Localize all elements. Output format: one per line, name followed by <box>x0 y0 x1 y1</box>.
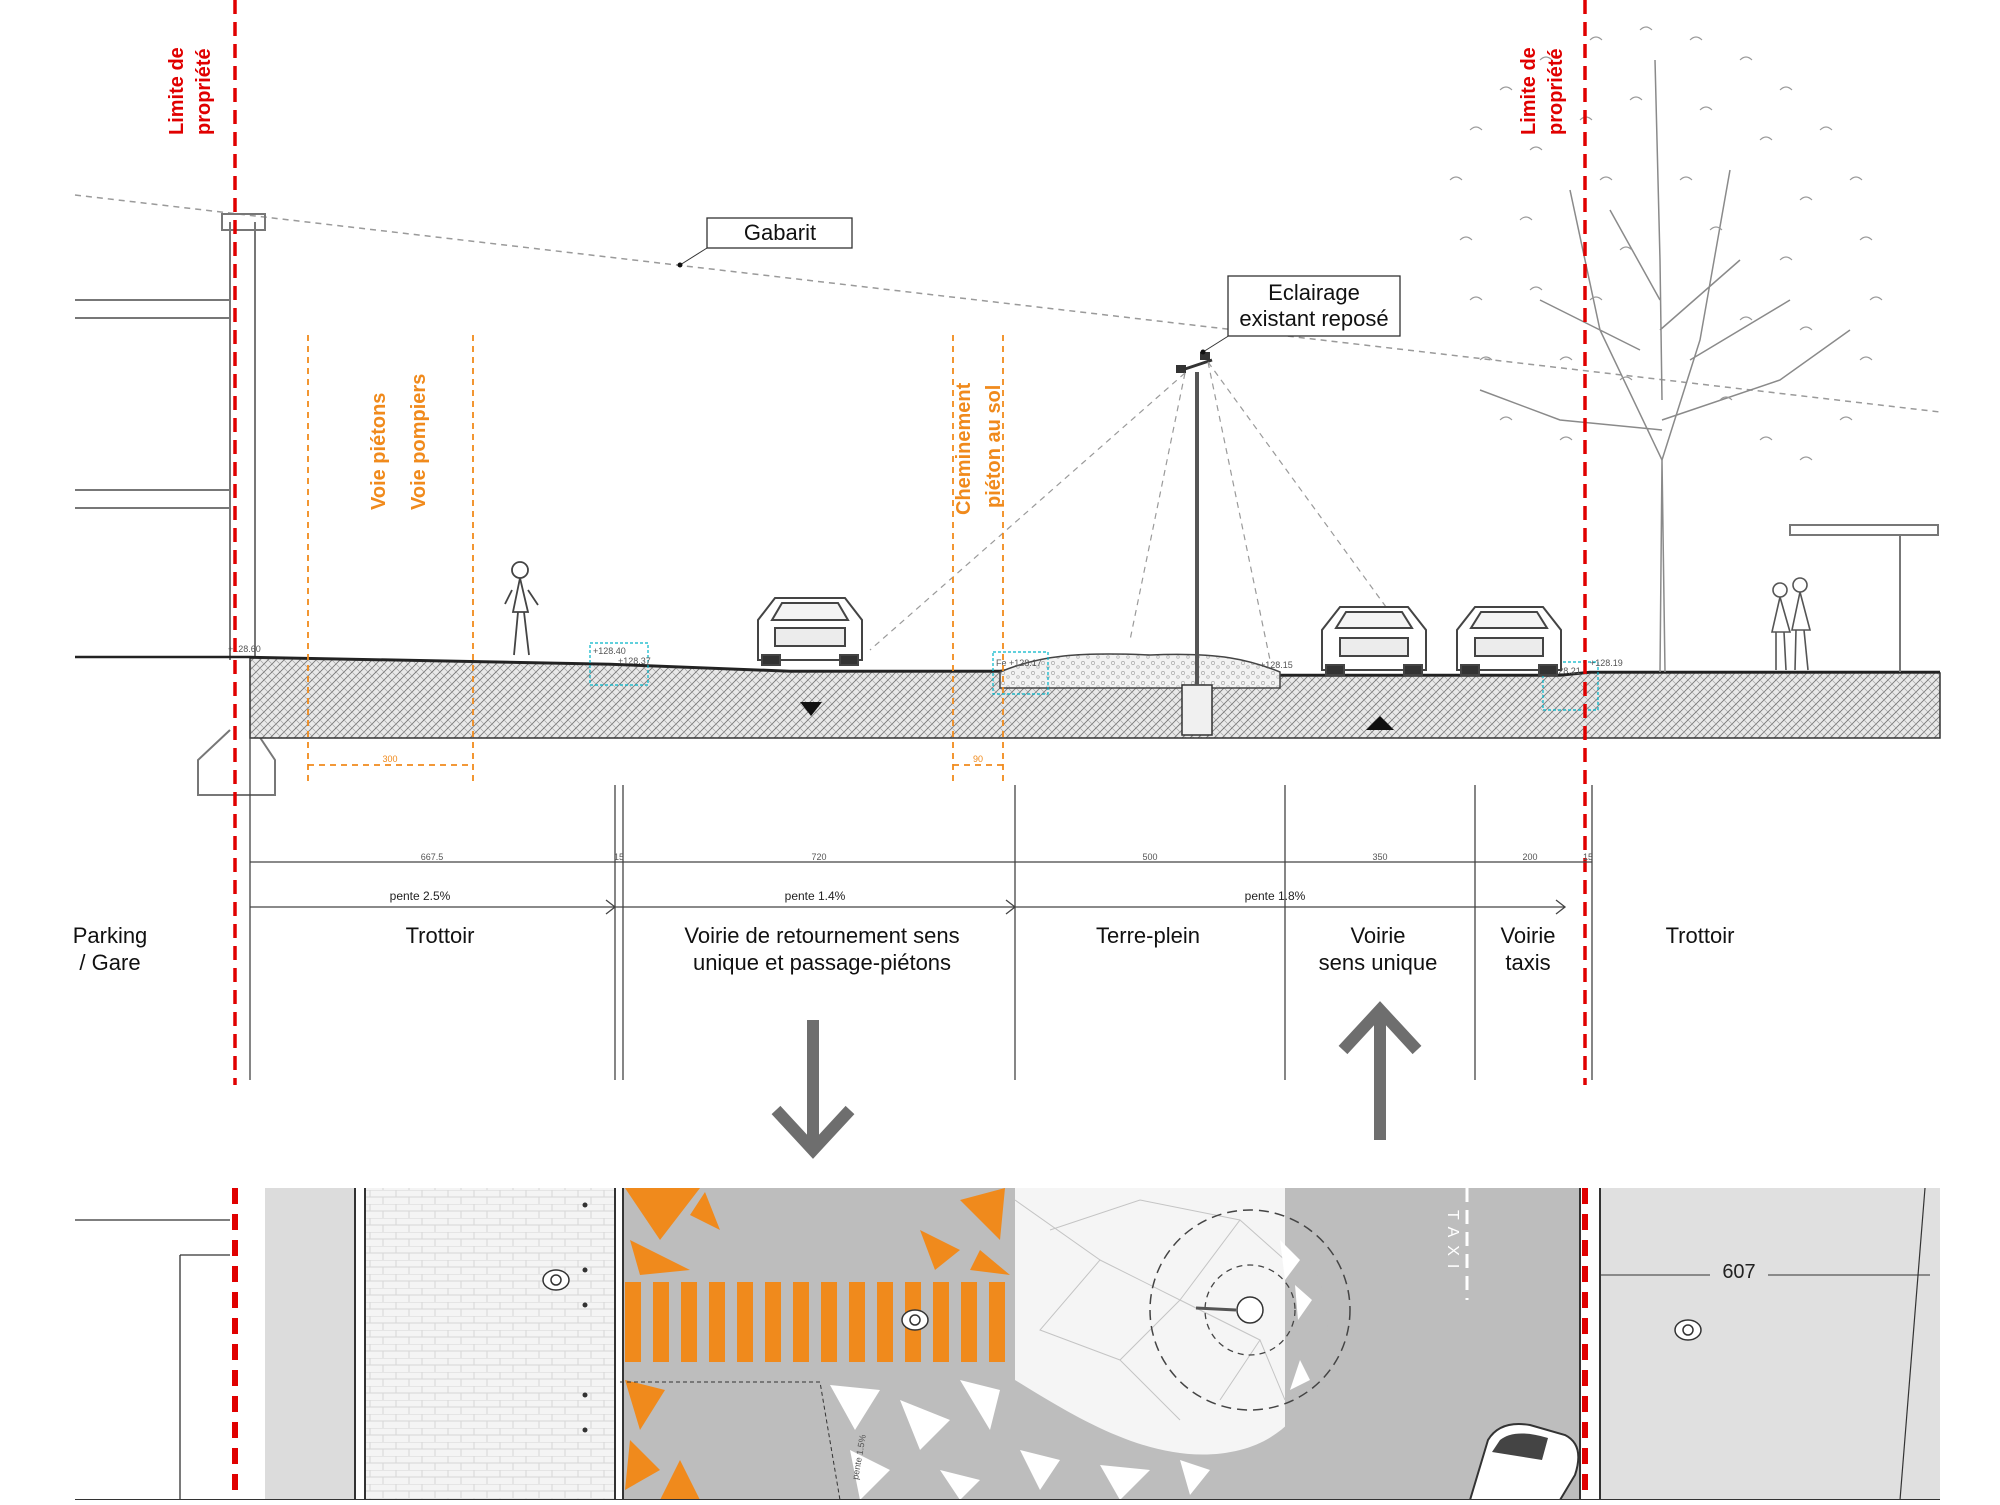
level-l6: +128.19 <box>1590 658 1623 668</box>
slope-s3: pente 1.8% <box>1245 889 1306 903</box>
dim-d3: 720 <box>811 852 826 862</box>
plan-parking-area <box>265 1188 355 1500</box>
property-limit-lines <box>233 0 1587 1085</box>
voie-pietons-label: Voie piétons <box>368 393 390 510</box>
light-foundation <box>1181 684 1213 736</box>
slope-arrowheads <box>605 899 1567 915</box>
zone-voirie-line1: Voirie de retournement sens <box>684 923 959 948</box>
plan-view: TAXI <box>75 1187 1940 1501</box>
dim-d4: 500 <box>1142 852 1157 862</box>
level-l2: +128.40 <box>593 646 626 656</box>
property-limit-right-line1: Limite de <box>1518 47 1540 135</box>
zone-sens-line1: Voirie <box>1350 923 1405 948</box>
zone-parking-line1: Parking <box>73 923 148 948</box>
eclairage-line1: Eclairage <box>1268 280 1360 305</box>
plan-triangle-pattern <box>830 1240 1312 1500</box>
zone-dividers <box>249 660 1593 1080</box>
building-facade <box>75 213 276 796</box>
level-l1: +128.60 <box>228 644 261 654</box>
dim-d2: 15 <box>614 852 624 862</box>
level-l4: Fe +128.17 <box>996 658 1042 668</box>
arrow-up-icon <box>1338 1001 1422 1140</box>
zone-taxis-line1: Voirie <box>1500 923 1555 948</box>
zone-trottoir-right: Trottoir <box>1666 923 1735 948</box>
zone-voirie-line2: unique et passage-piétons <box>693 950 951 975</box>
orange-guides <box>307 335 1004 785</box>
plan-number-box <box>1710 1255 1768 1285</box>
zone-trottoir-left: Trottoir <box>406 923 475 948</box>
plan-sidewalk-left <box>365 1188 615 1500</box>
pedestrian-icon <box>504 561 539 656</box>
zone-taxis-line2: taxis <box>1505 950 1550 975</box>
gabarit-line <box>74 194 1941 413</box>
eclairage-line2: existant reposé <box>1239 306 1388 331</box>
level-l7: +128.21 <box>1548 666 1581 676</box>
dim-d7: 15 <box>1583 852 1593 862</box>
level-l5: +128.15 <box>1260 660 1293 670</box>
cheminement-label: Cheminement <box>953 382 975 515</box>
car-icon <box>1468 1423 1580 1501</box>
slope-s1: pente 2.5% <box>390 889 451 903</box>
level-l3: +128.37 <box>618 656 651 666</box>
drain-marker-up <box>1366 716 1394 730</box>
pedestrian-icon <box>542 1269 570 1291</box>
gabarit-label: Gabarit <box>744 220 816 245</box>
zone-parking-line2: / Gare <box>79 950 140 975</box>
dim-d1: 667.5 <box>421 852 444 862</box>
dim-d6: 200 <box>1522 852 1537 862</box>
gabarit-callout: Gabarit <box>677 217 853 268</box>
taxi-marking-label: TAXI <box>1444 1210 1461 1276</box>
property-limit-right-line2: propriété <box>1545 48 1567 135</box>
pedestrian-crossing <box>625 1188 1010 1500</box>
pedestrian-icon <box>901 1309 929 1331</box>
zone-sens-line2: sens unique <box>1319 950 1438 975</box>
dim-voie-pompiers: 300 <box>382 754 397 764</box>
voie-pompiers-label: Voie pompiers <box>408 374 430 510</box>
plan-number-label: 607 <box>1722 1261 1755 1283</box>
car-icon <box>1321 606 1427 676</box>
tree-icon <box>1449 26 1883 673</box>
arrow-down-icon <box>771 1020 855 1159</box>
property-limit-left-line2: propriété <box>193 48 215 135</box>
pieton-sol-label: piéton au sol <box>983 385 1005 508</box>
plan-sidewalk-right <box>1600 1188 1940 1500</box>
bus-shelter <box>1789 524 1939 672</box>
couple-icon <box>1770 577 1812 671</box>
zone-terre-plein: Terre-plein <box>1096 923 1200 948</box>
pedestrian-icon <box>1674 1319 1702 1341</box>
terre-plein-mound <box>999 653 1281 689</box>
drain-marker-down <box>800 702 822 716</box>
streetlight-icon <box>869 352 1411 685</box>
car-icon <box>1456 606 1562 676</box>
bollards <box>582 1202 588 1433</box>
car-icon <box>757 597 863 666</box>
property-limit-left-line1: Limite de <box>166 47 188 135</box>
eclairage-callout: Eclairage existant reposé <box>1200 275 1401 355</box>
slope-s2: pente 1.4% <box>785 889 846 903</box>
level-annotations <box>589 642 1599 711</box>
plan-property-limits <box>232 1188 1588 1500</box>
dim-d5: 350 <box>1372 852 1387 862</box>
section-view: +128.60 +128.40 +128.37 Fe +128.17 +128.… <box>73 0 1941 1159</box>
dim-cheminement: 90 <box>973 754 983 764</box>
plan-terre-plein <box>1014 1188 1351 1500</box>
